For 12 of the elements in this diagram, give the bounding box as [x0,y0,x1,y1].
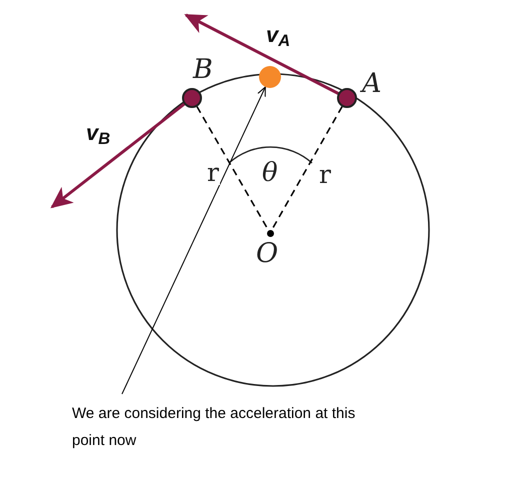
center-point [266,230,274,236]
highlighted-point [259,66,281,88]
point-label: O [256,240,278,267]
radius-line [271,106,343,230]
velocity-label: v$_{B}$ [86,122,110,144]
leader-line [122,86,266,394]
radius-line [196,106,269,230]
point-label: A [362,70,382,97]
velocity-label: v$_{A}$ [266,24,290,46]
angle-label: θ [262,160,278,186]
note-text: We are considering the acceleration at this point now [72,404,356,451]
point-label: B [193,56,213,83]
